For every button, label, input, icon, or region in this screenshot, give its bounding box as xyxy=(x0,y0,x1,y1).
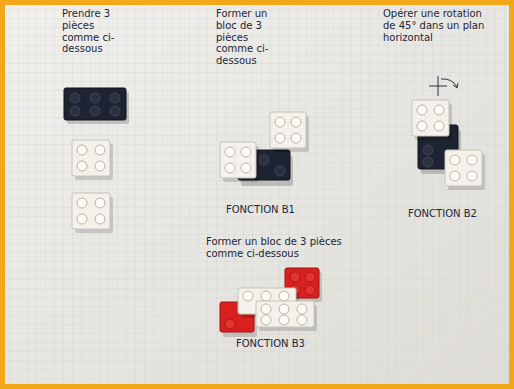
white-brick xyxy=(72,193,113,233)
brick-block-b1 xyxy=(220,112,309,186)
handwritten-note: Opérer une rotation de 45° dans un plan … xyxy=(383,8,495,43)
brick-block-b2 xyxy=(412,100,485,190)
handwritten-note: FONCTION B1 xyxy=(226,204,316,216)
photo-frame xyxy=(3,3,512,387)
handwritten-note: Former un bloc de 3 pièces comme ci-dess… xyxy=(206,236,356,260)
handwritten-note: Former un bloc de 3 pièces comme ci-dess… xyxy=(216,8,282,67)
handwritten-note: FONCTION B3 xyxy=(236,338,326,350)
white-brick xyxy=(72,140,113,180)
brick-block-b3 xyxy=(220,268,322,337)
handwritten-note: Prendre 3 pièces comme ci-dessous xyxy=(62,8,134,55)
rotation-symbol xyxy=(429,76,458,96)
black-brick xyxy=(64,88,129,124)
handwritten-note: FONCTION B2 xyxy=(408,208,498,220)
